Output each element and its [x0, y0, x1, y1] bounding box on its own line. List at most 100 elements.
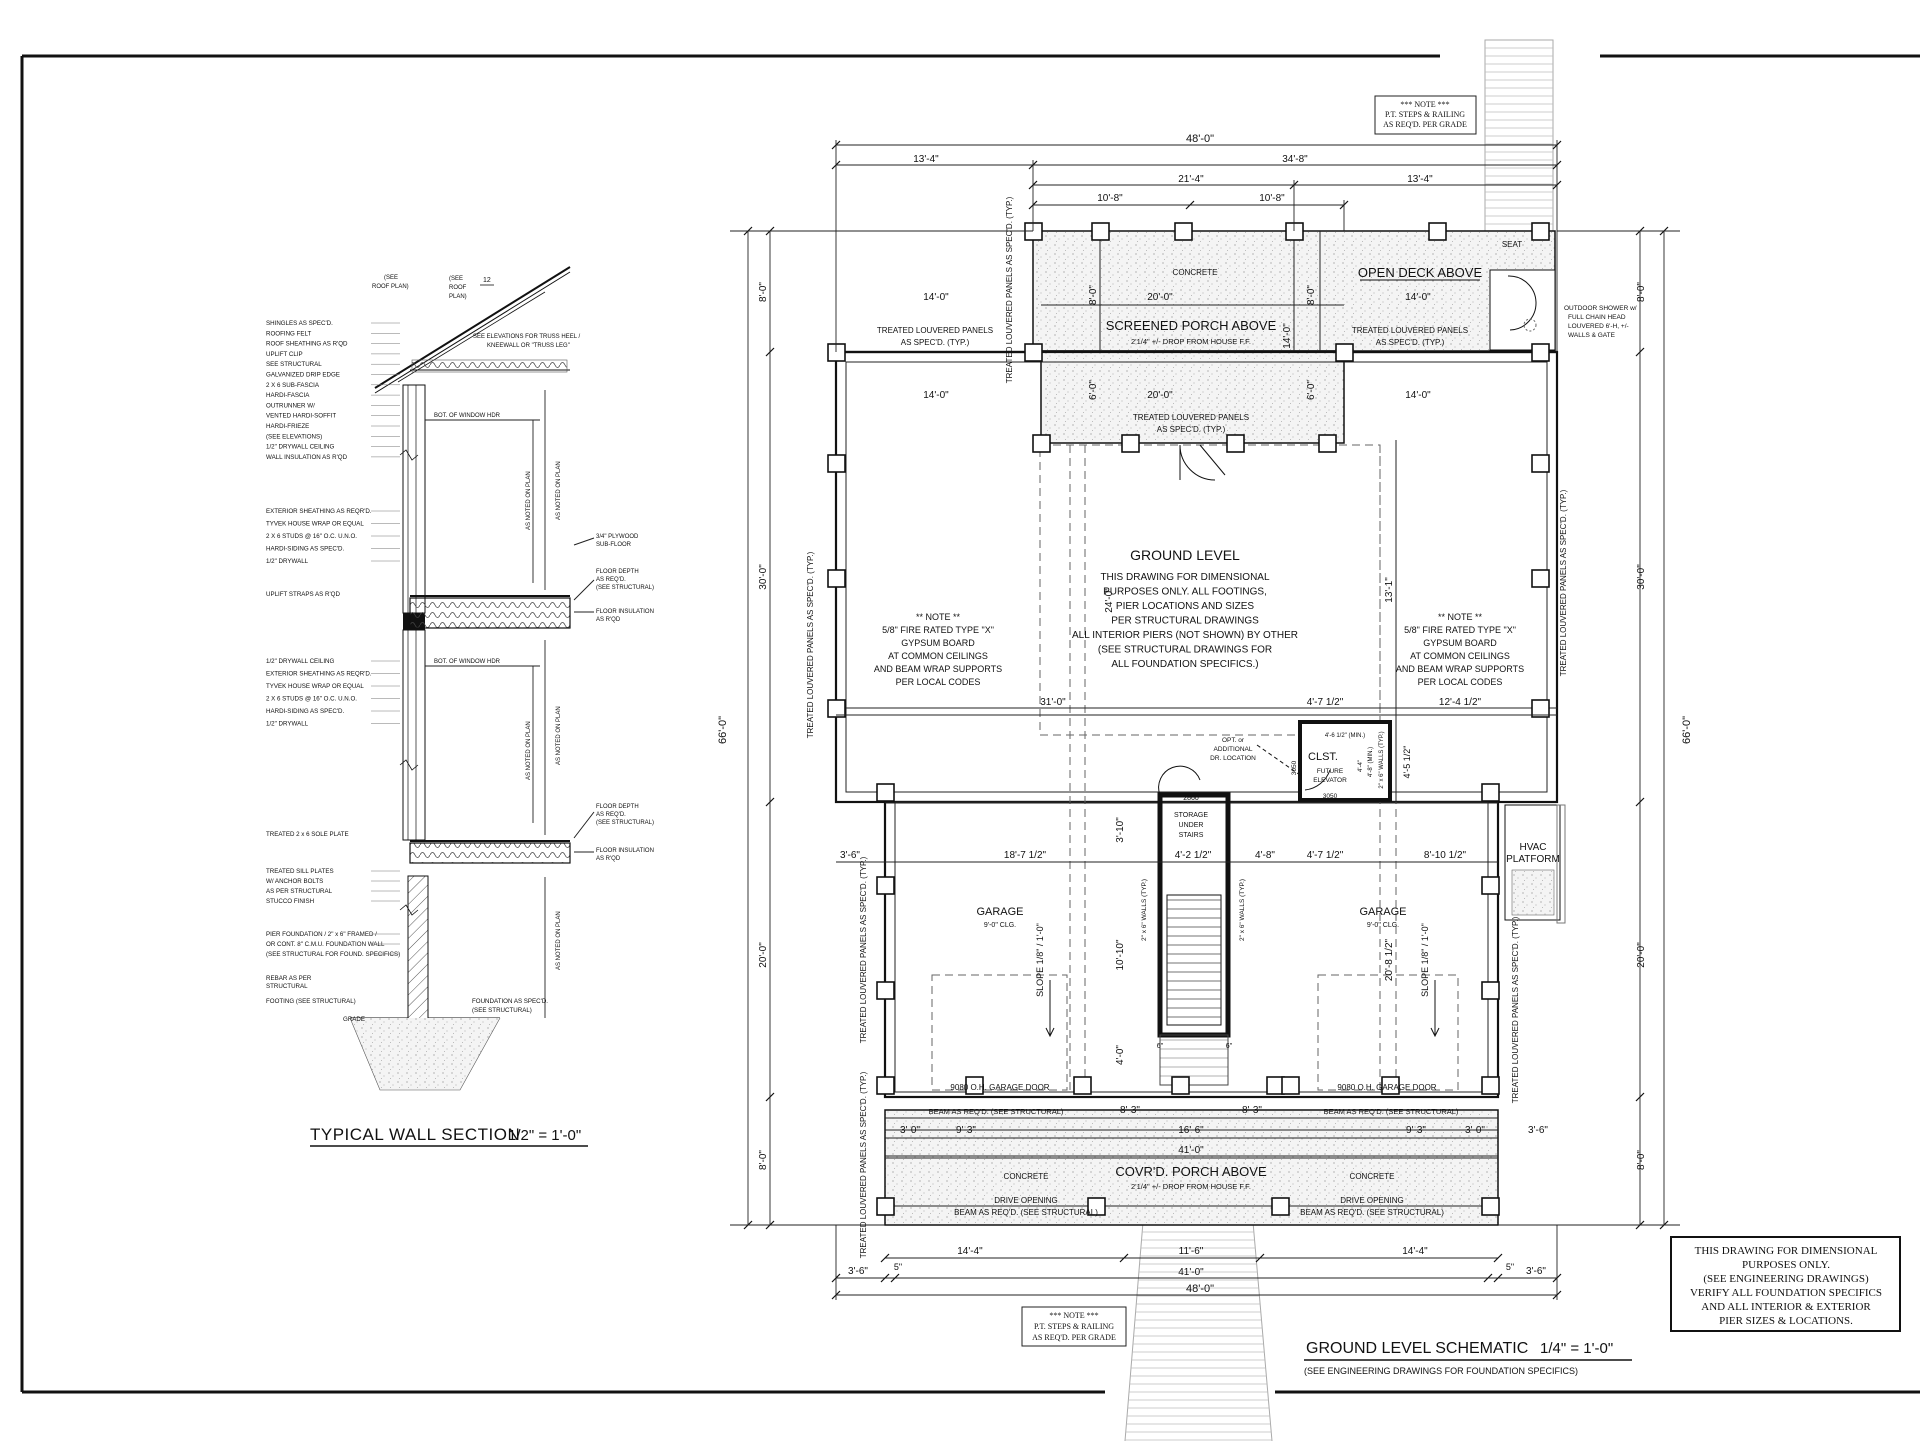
ws-as-noted: AS NOTED ON PLAN [526, 721, 532, 780]
ws-label: TREATED SILL PLATES [266, 868, 334, 875]
ws-label-roofplan2: PLAN) [449, 294, 467, 300]
ws-label: WALL INSULATION AS R'QD [266, 454, 348, 461]
dim-bottom: 14'-4" [1402, 1246, 1428, 1257]
dim-12412: 12'-4 1/2" [1439, 697, 1482, 708]
pier [1024, 343, 1043, 362]
front-dim: 16'-6" [1178, 1125, 1204, 1136]
porch-dim: 14'-0" [923, 292, 949, 303]
pier [1481, 1197, 1500, 1216]
ws-label: 1/2" DRYWALL CEILING [266, 444, 335, 451]
ws-label: (SEE ELEVATIONS) [266, 433, 322, 440]
pier [1226, 434, 1245, 453]
ws-label: VENTED HARDI-SOFFIT [266, 413, 336, 420]
dim-31: 31'-0" [1040, 697, 1066, 708]
plan-title: GROUND LEVEL SCHEMATIC 1/4" = 1'-0" (SEE… [1304, 1340, 1632, 1376]
dim-13: 13'-1" [1384, 577, 1395, 603]
drive-left: BEAM AS REQ'D. (SEE STRUCTURAL) [954, 1208, 1098, 1217]
ws-label-window: BOT. OF WINDOW HDR [434, 413, 501, 419]
louver-mid: AS SPEC'D. (TYP.) [1157, 425, 1226, 434]
rear-stairs [1484, 39, 1554, 236]
garage-door-right: 9080 O.H. GARAGE DOOR [1337, 1083, 1436, 1092]
dim-right: 30'-0" [1636, 564, 1647, 590]
roof-pitch: 12 [483, 277, 491, 284]
ws-floor-insul2: FLOOR INSULATION [596, 848, 654, 854]
shower-note: FULL CHAIN HEAD [1568, 314, 1626, 321]
ws-label: EXTERIOR SHEATHING AS REQR'D. [266, 508, 372, 515]
pier [1271, 1197, 1290, 1216]
ws-label: TYVEK HOUSE WRAP OR EQUAL [266, 521, 364, 528]
porch-dim: 20'-0" [1147, 390, 1173, 401]
top-note-line: P.T. STEPS & RAILING [1385, 110, 1465, 119]
dim-bottom: 41'-0" [1178, 1267, 1204, 1278]
dim-right: 20'-0" [1636, 942, 1647, 968]
dim-bottom: 3'-6" [848, 1266, 868, 1277]
drive-right: DRIVE OPENING [1340, 1196, 1404, 1205]
dim-bottom: 14'-4" [957, 1246, 983, 1257]
pier [1171, 1076, 1190, 1095]
porch-dim: 14'-0" [1405, 292, 1431, 303]
pier [1531, 454, 1550, 473]
ws-label: 2 X 6 STUDS @ 16" O.C. U.N.O. [266, 533, 357, 540]
dim-left: 8'-0" [758, 282, 769, 302]
top-note-box: *** NOTE *** P.T. STEPS & RAILING AS REQ… [1374, 95, 1477, 135]
plan-title-scale: 1/4" = 1'-0" [1540, 1340, 1613, 1357]
ws-floor-insul2: AS R'QD [596, 856, 621, 862]
bottom-note-line: P.T. STEPS & RAILING [1034, 1322, 1114, 1331]
bottom-note-line: *** NOTE *** [1049, 1311, 1098, 1320]
ws-label-truss: KNEEWALL OR "TRUSS LEG" [487, 343, 570, 349]
front-dim: 9'-3" [1406, 1125, 1426, 1136]
ground-level-note: PURPOSES ONLY. ALL FOOTINGS, [1103, 587, 1267, 598]
dim-right: 8'-0" [1636, 1150, 1647, 1170]
louver-left: TREATED LOUVERED PANELS [877, 326, 993, 335]
ws-floor-depth: (SEE STRUCTURAL) [596, 585, 654, 591]
drive-left: DRIVE OPENING [994, 1196, 1058, 1205]
mid-dim: 4'-2 1/2" [1175, 850, 1212, 861]
fire-note-left: 5/8" FIRE RATED TYPE "X" [882, 625, 994, 635]
pier [1174, 222, 1193, 241]
top-note-line: *** NOTE *** [1400, 100, 1449, 109]
ws-label-roofplan2: ROOF [449, 285, 467, 291]
storage-label: STORAGE [1174, 812, 1208, 819]
pier [1481, 1076, 1500, 1095]
fire-note-right: AT COMMON CEILINGS [1410, 651, 1510, 661]
pier [876, 1076, 895, 1095]
ws-label: HARDI-SIDING AS SPEC'D. [266, 708, 344, 715]
slope-right: SLOPE 1/8" / 1'-0" [1420, 923, 1430, 997]
screened-drop: 2'1/4" +/- DROP FROM HOUSE F.F. [1131, 337, 1251, 346]
ws-label: HARDI-SIDING AS SPEC'D. [266, 546, 344, 553]
plan-title-text: GROUND LEVEL SCHEMATIC [1306, 1340, 1528, 1357]
pier [1073, 1076, 1092, 1095]
pier [1087, 1197, 1106, 1216]
pier [1531, 569, 1550, 588]
wall-section: 12 [349, 266, 571, 1091]
pier [1481, 876, 1500, 895]
dim-top: 10'-8" [1259, 193, 1285, 204]
dim-left: 66'-0" [717, 716, 729, 744]
disclaimer-line: THIS DRAWING FOR DIMENSIONAL [1695, 1245, 1878, 1257]
ws-label: ROOF SHEATHING AS R'QD [266, 341, 348, 348]
porch-concrete: CONCRETE [1004, 1172, 1049, 1181]
ws-label-foundation: (SEE STRUCTURAL) [472, 1007, 532, 1014]
ws-label: 2 X 6 STUDS @ 16" O.C. U.N.O. [266, 696, 357, 703]
pier [876, 876, 895, 895]
garage-right: 9'-0" CLG. [1367, 922, 1399, 929]
top-note-line: AS REQ'D. PER GRADE [1383, 120, 1467, 129]
front-dim: 3'-6" [1528, 1125, 1548, 1136]
ws-as-noted: AS NOTED ON PLAN [556, 706, 562, 765]
stair-walls: 2" x 6" WALLS (TYP.) [1141, 879, 1148, 941]
front-dim: 8'-3" [1242, 1105, 1262, 1116]
ws-label-roofplan: (SEE [384, 275, 398, 281]
dim-top: 34'-8" [1282, 154, 1308, 165]
drive-right: BEAM AS REQ'D. (SEE STRUCTURAL) [1300, 1208, 1444, 1217]
ws-plywood: SUB-FLOOR [596, 542, 632, 548]
pier [1428, 222, 1447, 241]
pier [1381, 1076, 1400, 1095]
pier [827, 454, 846, 473]
pier [1281, 1076, 1300, 1095]
pier [1121, 434, 1140, 453]
front-dim: 8'-3" [1120, 1105, 1140, 1116]
dim-6: 6" [1157, 1043, 1164, 1050]
louver-vert: TREATED LOUVERED PANELS AS SPEC'D. (TYP.… [859, 856, 868, 1043]
shower-note: LOUVERED 6'-H, +/- [1568, 323, 1629, 330]
